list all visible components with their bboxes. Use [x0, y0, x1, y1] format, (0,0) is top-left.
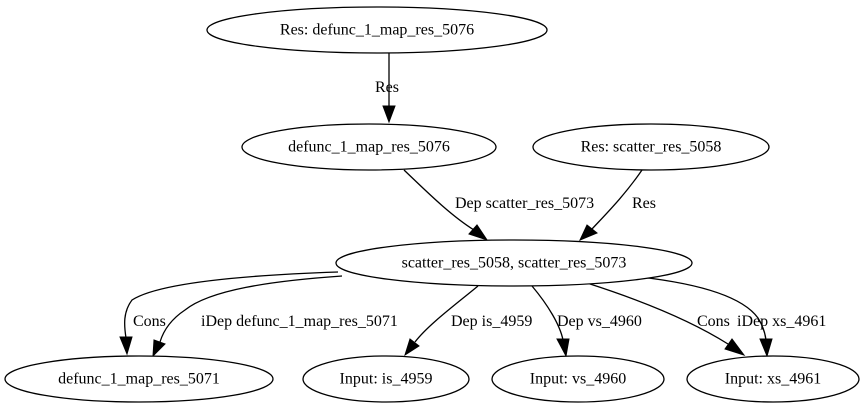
node-defunc-1-map-res-5076: defunc_1_map_res_5076	[241, 123, 497, 171]
edge-line	[403, 169, 475, 231]
node-res-scatter-res-5058: Res: scatter_res_5058	[532, 123, 770, 171]
edge-label: iDep xs_4961	[737, 313, 826, 330]
node-res-defunc-1-map-res-5076: Res: defunc_1_map_res_5076	[206, 6, 548, 54]
edge-res-scatter: Res	[579, 169, 656, 241]
edge-res-to-defunc-5076: Res	[375, 53, 399, 124]
node-label: Input: is_4959	[340, 371, 433, 388]
edge-label: Dep scatter_res_5073	[455, 195, 594, 212]
edge-label: Res	[375, 79, 399, 96]
edge-line	[531, 285, 564, 341]
node-label: Input: vs_4960	[530, 371, 626, 388]
arrow-head	[759, 338, 773, 358]
edge-label: Res	[632, 195, 656, 212]
edge-label: Cons	[697, 313, 730, 330]
node-ellipse	[686, 355, 860, 403]
arrow-head	[404, 338, 420, 357]
edge-line	[414, 285, 479, 343]
edge-line	[591, 169, 643, 230]
arrow-head	[382, 105, 396, 124]
node-ellipse	[532, 123, 770, 171]
edge-label: iDep defunc_1_map_res_5071	[201, 313, 398, 330]
node-ellipse	[4, 355, 274, 403]
edge-label: Dep vs_4960	[557, 313, 642, 330]
arrow-head	[556, 338, 570, 358]
edge-line	[123, 271, 339, 339]
arrow-head	[152, 339, 166, 358]
node-scatter-res-5058-scatter-res-5073: scatter_res_5058, scatter_res_5073	[335, 239, 693, 287]
arrow-head	[119, 336, 133, 356]
node-ellipse	[302, 355, 470, 403]
edge-dep-is-4959: Dep is_4959	[404, 285, 532, 357]
node-ellipse	[491, 355, 665, 403]
node-ellipse	[241, 123, 497, 171]
edge-idep-defunc-5071: iDep defunc_1_map_res_5071	[152, 275, 398, 358]
arrow-head	[724, 338, 746, 356]
arrow-head	[468, 224, 489, 241]
edge-cons-defunc-5071: Cons	[119, 271, 339, 356]
arrow-head	[579, 224, 598, 241]
edge-label: Dep is_4959	[451, 313, 532, 330]
edge-line	[159, 275, 343, 343]
node-label: defunc_1_map_res_5071	[58, 371, 220, 388]
node-input-vs-4960: Input: vs_4960	[491, 355, 665, 403]
edge-dep-vs-4960: Dep vs_4960	[531, 285, 642, 358]
node-input-is-4959: Input: is_4959	[302, 355, 470, 403]
edge-label: Cons	[133, 313, 166, 330]
node-ellipse	[206, 6, 548, 54]
node-label: Res: defunc_1_map_res_5076	[280, 22, 474, 39]
node-label: Res: scatter_res_5058	[581, 139, 722, 156]
node-defunc-1-map-res-5071: defunc_1_map_res_5071	[4, 355, 274, 403]
edge-cons-xs-4961: Cons	[586, 282, 746, 356]
node-label: scatter_res_5058, scatter_res_5073	[402, 255, 627, 272]
node-input-xs-4961: Input: xs_4961	[686, 355, 860, 403]
edge-line	[586, 282, 729, 345]
node-ellipse	[335, 239, 693, 287]
edge-line	[639, 276, 767, 341]
node-label: Input: xs_4961	[725, 371, 821, 388]
edge-idep-xs-4961: iDep xs_4961	[639, 276, 826, 358]
node-label: defunc_1_map_res_5076	[288, 139, 450, 156]
edge-dep-scatter-res-5073: Dep scatter_res_5073	[403, 169, 594, 241]
